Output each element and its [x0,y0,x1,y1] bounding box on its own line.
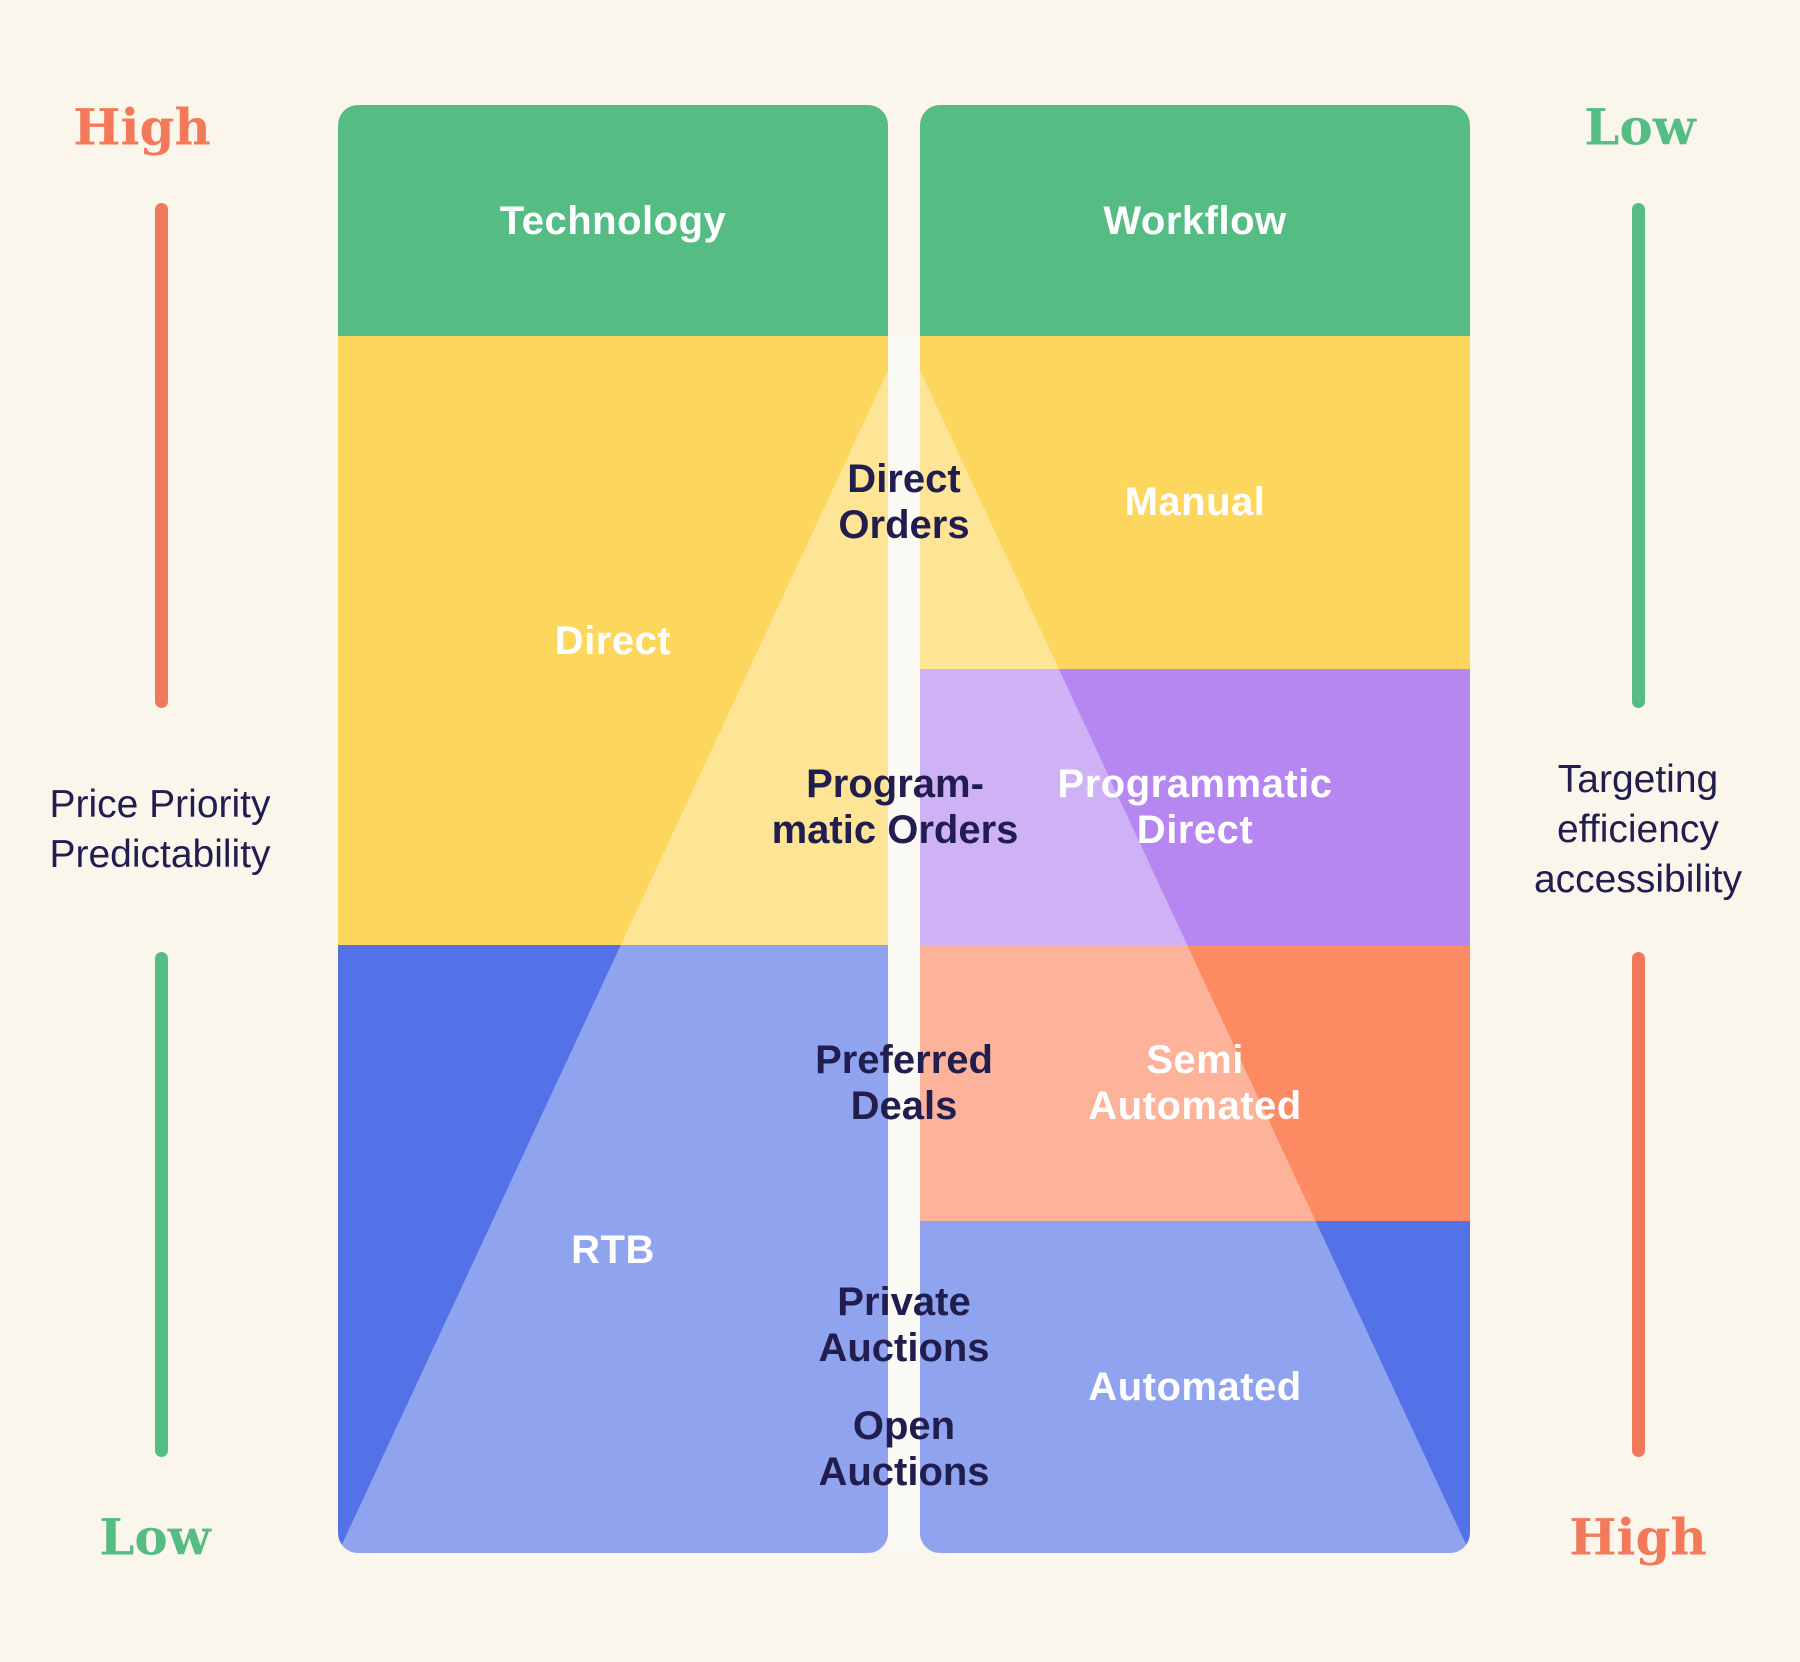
workflow-automated-segment [920,1221,1470,1553]
workflow-header-label: Workflow [1103,199,1287,243]
left-axis-top-line [155,203,168,708]
right-axis-high-label: High [1569,1507,1707,1567]
programmatic-direct-label-line2: Direct [1136,808,1254,852]
technology-header-segment [338,105,888,336]
open-auctions-line2: Auctions [818,1450,990,1494]
semi-automated-label-line2: Automated [1088,1084,1302,1128]
workflow-programmatic-direct-segment [920,669,1470,945]
technology-direct-segment [338,336,888,945]
automated-segment-label: Automated [1088,1365,1302,1409]
private-auctions-label: Private Auctions [818,1279,989,1371]
manual-segment-label: Manual [1124,480,1266,524]
workflow-semi-automated-segment [920,945,1470,1221]
left-axis-description-line2: Predictability [49,833,271,876]
semi-automated-segment-label: Semi Automated [1088,1037,1301,1129]
right-axis-description-line2: efficiency [1557,808,1719,851]
right-axis-description-line1: Targeting [1557,758,1719,801]
right-axis-low-label: Low [1584,97,1696,157]
left-axis-bottom-line [155,952,168,1457]
semi-automated-label-line1: Semi [1146,1038,1244,1082]
direct-orders-line2: Orders [838,503,970,547]
private-auctions-line1: Private [837,1280,971,1324]
direct-orders-line1: Direct [847,457,961,501]
programmatic-direct-segment-label: Programmatic Direct [1058,761,1333,853]
right-axis-bottom-line [1632,952,1645,1457]
workflow-manual-segment [920,336,1470,669]
left-axis-description: Price Priority Predictability [49,780,270,880]
programmatic-orders-label: Program- matic Orders [772,761,1019,853]
preferred-deals-line2: Deals [850,1084,958,1128]
preferred-deals-line1: Preferred [815,1038,993,1082]
workflow-header-segment [920,105,1470,336]
right-axis-top-line [1632,203,1645,708]
private-auctions-line2: Auctions [818,1326,990,1370]
left-axis-description-line1: Price Priority [49,783,271,826]
right-axis-description: Targeting efficiency accessibility [1534,755,1742,905]
left-axis-low-label: Low [99,1507,211,1567]
open-auctions-label: Open Auctions [818,1403,989,1495]
direct-orders-label: Direct Orders [838,456,969,548]
technology-header-label: Technology [499,199,727,243]
right-axis-description-line3: accessibility [1533,858,1743,901]
direct-segment-label: Direct [554,619,672,663]
open-auctions-line1: Open [852,1404,956,1448]
programmatic-orders-line1: Program- [806,762,984,806]
left-axis-high-label: High [73,97,211,157]
programmatic-direct-label-line1: Programmatic [1057,762,1333,806]
preferred-deals-label: Preferred Deals [815,1037,993,1129]
programmatic-orders-line2: matic Orders [771,808,1019,852]
technology-rtb-segment [338,945,888,1553]
rtb-segment-label: RTB [571,1228,655,1272]
